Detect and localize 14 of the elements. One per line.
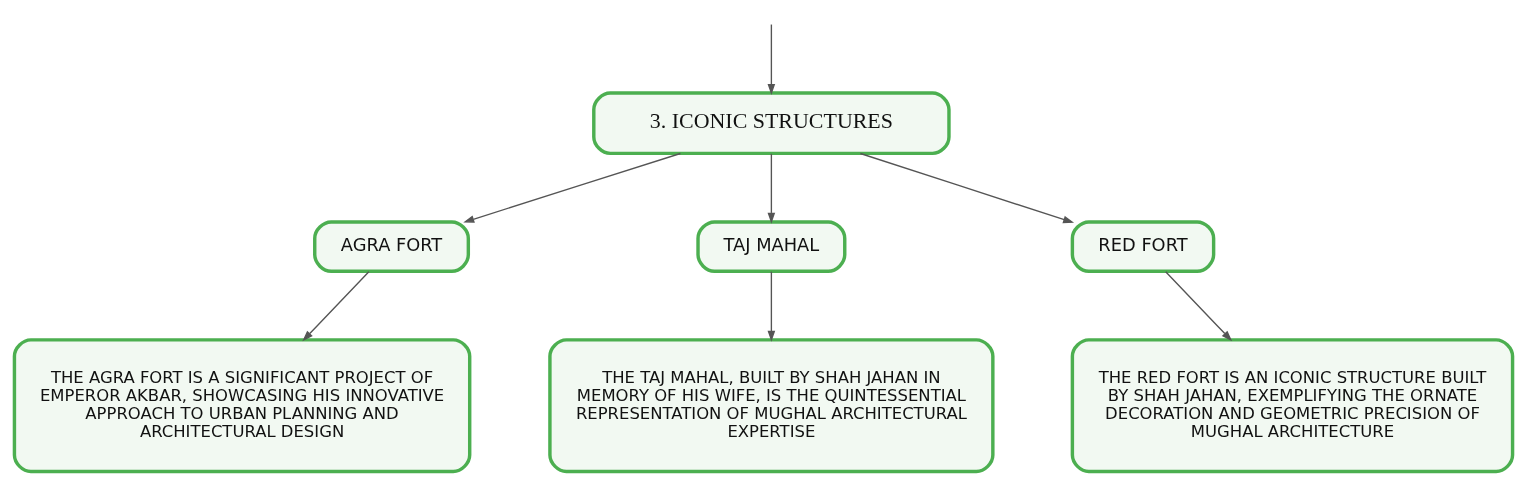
node-box: RED FORT (1070, 219, 1216, 273)
node-box: THE AGRA FORT IS A SIGNIFICANT PROJECT OF EMPEROR AKBAR, SHOWCASING HIS INNOVATIVE APPROACH TO URBAN PLANNING AND ARCHITECTURAL DESIGN (12, 337, 472, 473)
node-box: AGRA FORT (313, 219, 471, 273)
arrow (767, 270, 776, 342)
arrow (767, 23, 776, 95)
node-box: TAJ MAHAL (696, 219, 847, 273)
node-box: THE RED FORT IS AN ICONIC STRUCTURE BUILT BY SHAH JAHAN, EXEMPLIFYING THE ORNATE DECORATION AND GEOMETRIC PRECISION OF MUGHAL ARCHITECTURE (1070, 337, 1515, 473)
arrow (859, 152, 1075, 223)
arrow (302, 270, 370, 341)
node-box: 3. ICONIC STRUCTURES (592, 90, 951, 155)
arrow (463, 152, 682, 223)
arrow (767, 152, 776, 224)
arrow (1165, 270, 1233, 341)
node-box: THE TAJ MAHAL, BUILT BY SHAH JAHAN IN MEMORY OF HIS WIFE, IS THE QUINTESSENTIAL REPRESENTATION OF MUGHAL ARCHITECTURAL EXPERTISE (548, 337, 995, 473)
